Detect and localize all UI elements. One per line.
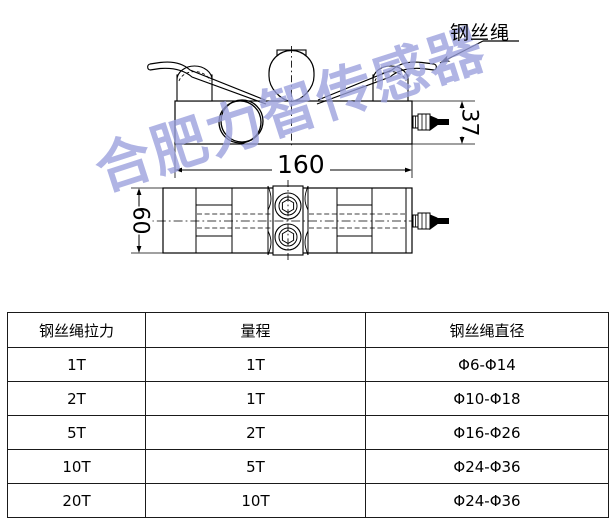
header-range: 量程 xyxy=(145,312,366,348)
wire-rope xyxy=(147,61,437,105)
front-view-body xyxy=(174,99,413,145)
table-row: 2T 1T Φ10-Φ18 xyxy=(7,381,609,416)
dimension-value-160: 160 xyxy=(272,150,330,179)
cell-range: 1T xyxy=(145,381,366,416)
cell-range: 10T xyxy=(145,483,366,518)
cable-connector-front xyxy=(412,113,449,131)
side-roller-right xyxy=(372,65,409,102)
drawing-canvas xyxy=(131,40,519,262)
table-row: 20T 10T Φ24-Φ36 xyxy=(7,483,609,518)
cable-connector-side xyxy=(412,212,449,230)
cell-range: 5T xyxy=(145,449,366,484)
table-row: 1T 1T Φ6-Φ14 xyxy=(7,347,609,382)
cell-tension: 10T xyxy=(7,449,146,484)
header-tension: 钢丝绳拉力 xyxy=(7,312,146,348)
cell-diameter: Φ24-Φ36 xyxy=(365,449,609,484)
cell-diameter: Φ24-Φ36 xyxy=(365,483,609,518)
dimension-value-37: 37 xyxy=(456,108,482,137)
spec-table-container: 钢丝绳拉力 量程 钢丝绳直径 1T 1T Φ6-Φ14 2T 1T Φ10-Φ1… xyxy=(7,312,609,518)
cell-tension: 20T xyxy=(7,483,146,518)
cell-diameter: Φ16-Φ26 xyxy=(365,415,609,450)
side-roller-left xyxy=(176,65,213,102)
spec-table: 钢丝绳拉力 量程 钢丝绳直径 1T 1T Φ6-Φ14 2T 1T Φ10-Φ1… xyxy=(7,312,609,518)
table-header-row: 钢丝绳拉力 量程 钢丝绳直径 xyxy=(7,312,609,348)
wire-rope-label: 钢丝绳 xyxy=(450,22,511,44)
table-row: 5T 2T Φ16-Φ26 xyxy=(7,415,609,450)
hex-bolt-bottom xyxy=(274,223,302,251)
cell-tension: 5T xyxy=(7,415,146,450)
hidden-edges-side-view xyxy=(197,213,405,229)
cell-diameter: Φ6-Φ14 xyxy=(365,347,609,382)
cell-tension: 2T xyxy=(7,381,146,416)
wire-rope-leader xyxy=(439,40,519,64)
dimension-value-60: 60 xyxy=(127,206,153,235)
cell-diameter: Φ10-Φ18 xyxy=(365,381,609,416)
cell-range: 1T xyxy=(145,347,366,382)
header-diameter: 钢丝绳直径 xyxy=(365,312,609,348)
mounting-bore xyxy=(218,99,264,144)
technical-drawing: 160 37 60 钢丝绳 合肥力智传感器 xyxy=(88,17,519,262)
cell-tension: 1T xyxy=(7,347,146,382)
table-row: 10T 5T Φ24-Φ36 xyxy=(7,449,609,484)
cell-range: 2T xyxy=(145,415,366,450)
